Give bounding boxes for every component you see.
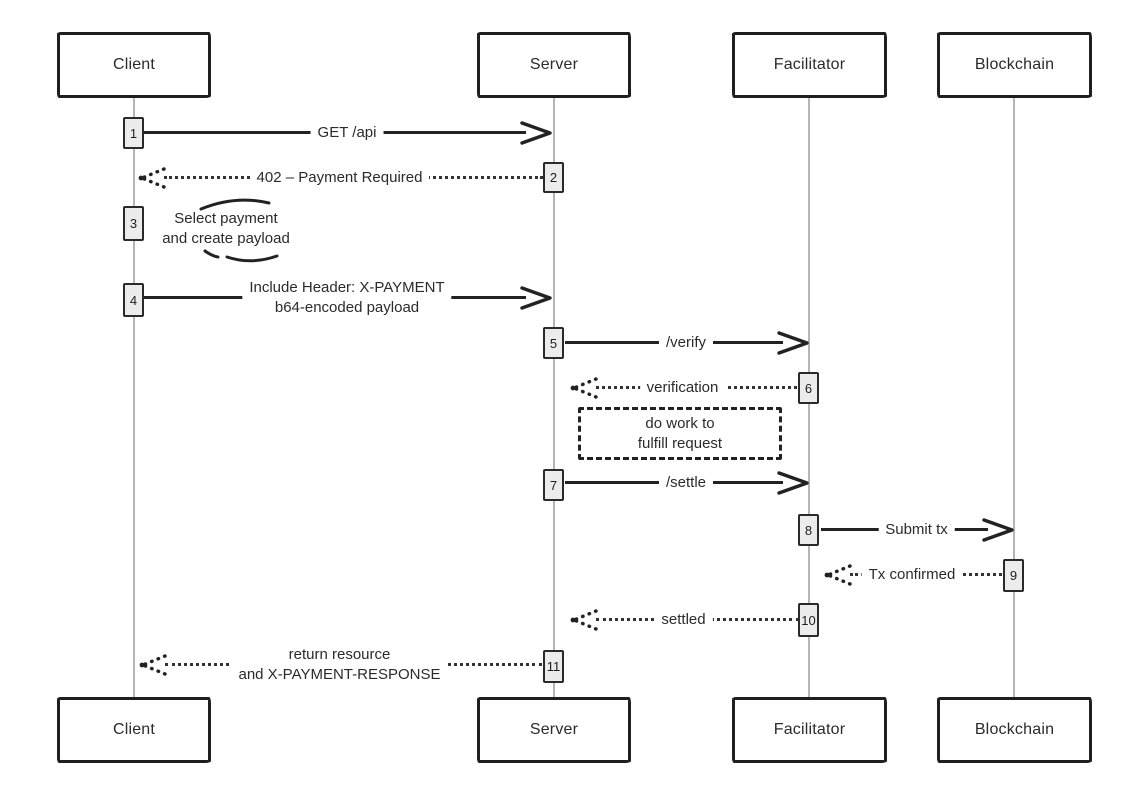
arrowhead-left-dotted-icon (570, 377, 598, 399)
message-label-line1: return resource (288, 646, 391, 663)
self-loop-arcs-icon (199, 198, 279, 263)
message-label: Submit tx (878, 520, 955, 540)
actor-box-server-top: Server (477, 32, 631, 98)
message-submit-tx: Submit tx (821, 516, 1014, 544)
message-tx-confirmed: Tx confirmed (822, 561, 1002, 589)
message-settled: settled (568, 606, 799, 634)
activation-number: 4 (129, 292, 138, 308)
message-get-api: GET /api (144, 119, 552, 147)
activation-number: 8 (804, 522, 813, 538)
actor-box-server-bottom: Server (477, 697, 631, 763)
message-label-line2: b64-encoded payload (274, 299, 420, 316)
lifeline-blockchain (1013, 98, 1015, 697)
message-label: /verify (658, 333, 714, 353)
message-label: GET /api (310, 123, 384, 143)
actor-label: Client (112, 721, 156, 738)
note-do-work: do work to fulfill request (578, 407, 782, 460)
activation-7: 7 (543, 469, 564, 501)
actor-label: Client (112, 56, 156, 73)
message-label-line2: and create payload (162, 230, 290, 247)
activation-number: 6 (804, 380, 813, 396)
message-label: settled (654, 610, 713, 630)
activation-number: 2 (549, 170, 558, 185)
actor-label: Server (529, 721, 579, 738)
arrowhead-right-icon (520, 286, 552, 310)
arrowhead-left-dotted-icon (139, 654, 167, 676)
actor-label: Blockchain (974, 56, 1055, 73)
arrowhead-right-icon (777, 471, 809, 495)
message-settle: /settle (565, 469, 809, 497)
activation-3: 3 (123, 206, 144, 241)
actor-box-blockchain-top: Blockchain (937, 32, 1092, 98)
activation-6: 6 (798, 372, 819, 404)
activation-8: 8 (798, 514, 819, 546)
lifeline-server (553, 98, 555, 697)
activation-11: 11 (543, 650, 564, 683)
activation-number: 5 (549, 335, 558, 351)
activation-5: 5 (543, 327, 564, 359)
actor-box-facilitator-top: Facilitator (732, 32, 887, 98)
activation-number: 11 (546, 659, 561, 674)
activation-10: 10 (798, 603, 819, 637)
note-line1: do work to (645, 414, 715, 432)
arrowhead-right-icon (520, 121, 552, 145)
activation-1: 1 (123, 117, 144, 149)
message-label: 402 – Payment Required (249, 168, 430, 188)
message-include-header: Include Header: X-PAYMENT b64-encoded pa… (144, 278, 552, 318)
message-label: return resource and X-PAYMENT-RESPONSE (231, 645, 448, 685)
message-label-line2: and X-PAYMENT-RESPONSE (238, 666, 441, 683)
actor-box-client-top: Client (57, 32, 211, 98)
self-message-select-payment: Select payment and create payload (158, 209, 294, 249)
message-return-resource: return resource and X-PAYMENT-RESPONSE (137, 645, 542, 685)
arrowhead-left-dotted-icon (138, 167, 166, 189)
activation-number: 3 (129, 216, 138, 231)
actor-label: Blockchain (974, 721, 1055, 738)
message-label-line1: Include Header: X-PAYMENT (249, 279, 445, 296)
message-verify: /verify (565, 329, 809, 357)
message-label: /settle (658, 473, 714, 493)
actor-box-client-bottom: Client (57, 697, 211, 763)
actor-box-blockchain-bottom: Blockchain (937, 697, 1092, 763)
actor-label: Facilitator (773, 721, 846, 738)
message-label: Include Header: X-PAYMENT b64-encoded pa… (242, 278, 452, 318)
message-label: Tx confirmed (861, 565, 963, 585)
activation-number: 10 (801, 612, 816, 628)
message-verification: verification (568, 374, 797, 402)
arrowhead-right-icon (982, 518, 1014, 542)
lifeline-client (133, 98, 135, 697)
actor-label: Facilitator (773, 56, 846, 73)
message-label-line1: Select payment (174, 210, 278, 227)
activation-number: 1 (129, 125, 138, 141)
message-label: verification (639, 378, 726, 398)
activation-4: 4 (123, 283, 144, 317)
arrowhead-right-icon (777, 331, 809, 355)
message-402-payment-required: 402 – Payment Required (136, 164, 543, 192)
arrowhead-left-dotted-icon (570, 609, 598, 631)
activation-9: 9 (1003, 559, 1024, 592)
note-line2: fulfill request (637, 434, 723, 452)
activation-number: 9 (1009, 568, 1018, 583)
actor-label: Server (529, 56, 579, 73)
actor-box-facilitator-bottom: Facilitator (732, 697, 887, 763)
activation-number: 7 (549, 477, 558, 493)
arrowhead-left-dotted-icon (824, 564, 852, 586)
activation-2: 2 (543, 162, 564, 193)
